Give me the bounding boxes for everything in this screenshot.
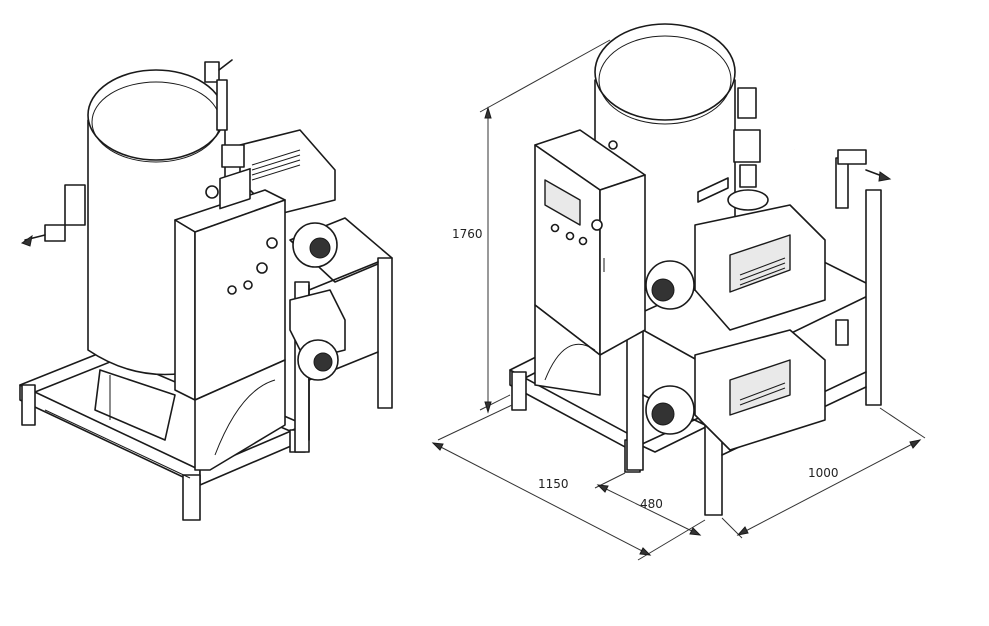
left-control-cabinet bbox=[174, 167, 286, 471]
width-dimension-label: 1000 bbox=[808, 466, 839, 480]
length-dimension-label: 1150 bbox=[538, 477, 569, 491]
right-view bbox=[431, 23, 926, 561]
left-valves bbox=[20, 59, 245, 247]
right-valves bbox=[697, 87, 892, 346]
right-pumps bbox=[645, 204, 826, 451]
depth-dimension-label: 480 bbox=[640, 497, 663, 511]
dimension-lines bbox=[431, 39, 926, 561]
right-control-cabinet bbox=[534, 129, 646, 396]
height-dimension-label: 1760 bbox=[452, 227, 483, 241]
left-view bbox=[19, 59, 393, 521]
